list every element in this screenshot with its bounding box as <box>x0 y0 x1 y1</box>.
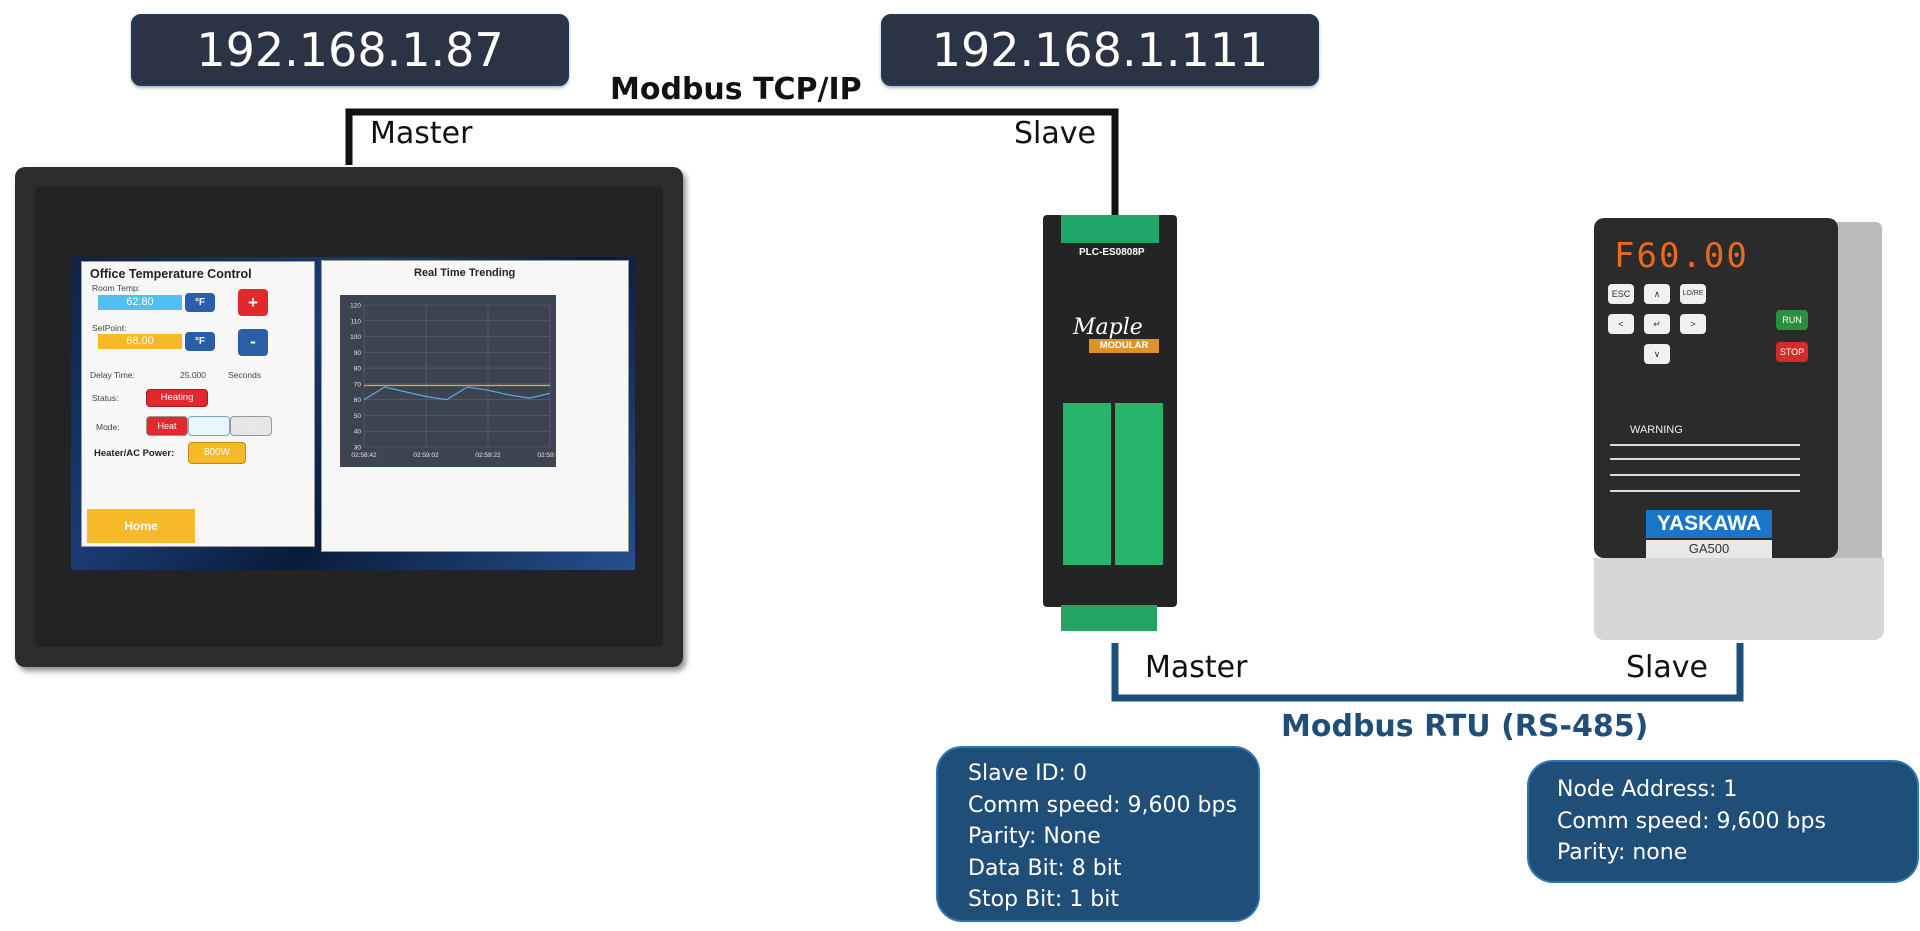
vfd-info-box: Node Address: 1 Comm speed: 9,600 bps Pa… <box>1527 760 1919 883</box>
tcp-line <box>345 108 1119 215</box>
tcp-label: Modbus TCP/IP <box>610 72 862 107</box>
room-temp-value: 62.80 <box>98 295 182 310</box>
y-tick-label: 110 <box>351 318 362 325</box>
vfd-info-line: Comm speed: 9,600 bps <box>1557 808 1826 834</box>
x-tick-label: 02:58:42 <box>351 452 377 459</box>
vfd-key-right[interactable]: > <box>1680 314 1706 334</box>
setpoint-label: SetPoint: <box>92 323 127 333</box>
temperature-control-panel: Office Temperature Control Room Temp: 62… <box>81 261 315 547</box>
vfd-key-lore[interactable]: LO/RE <box>1680 284 1706 304</box>
vfd-display: F60.00 <box>1614 236 1749 276</box>
rtu-label: Modbus RTU (RS-485) <box>1281 709 1649 744</box>
mode-cool-button[interactable] <box>188 416 230 436</box>
vfd-info-line: Parity: none <box>1557 840 1688 865</box>
hmi-device: Office Temperature Control Room Temp: 62… <box>15 167 683 667</box>
terminal-block-left <box>1063 403 1111 565</box>
ip-plc: 192.168.1.111 <box>931 23 1269 77</box>
vfd-brand: YASKAWA <box>1646 510 1772 538</box>
delay-unit: Seconds <box>228 370 262 380</box>
rtu-slave-label: Slave <box>1626 650 1708 685</box>
ip-box-hmi: 192.168.1.87 <box>131 14 569 86</box>
plc-line: MODULAR <box>1089 339 1159 353</box>
vfd-device: F60.00 ESC ∧ LO/RE < ↵ > ∨ RUN STOP WARN… <box>1590 218 1886 640</box>
vfd-warning-line <box>1610 458 1800 460</box>
x-tick-label: 02:59:22 <box>475 452 501 459</box>
vfd-run-button[interactable]: RUN <box>1776 310 1808 330</box>
vfd-stop-button[interactable]: STOP <box>1776 342 1808 362</box>
plc-info-line: Parity: None <box>968 824 1101 849</box>
setpoint-value: 68.00 <box>98 334 182 349</box>
trend-panel: Real Time Trending 120 110 100 90 80 70 60 50 40… <box>321 260 629 552</box>
power-value-button[interactable]: 800W <box>188 442 246 464</box>
vfd-key-up[interactable]: ∧ <box>1644 284 1670 304</box>
mode-off-button[interactable]: Off <box>230 416 272 436</box>
y-tick-label: 40 <box>354 429 362 436</box>
plc-model: PLC-ES0808P <box>1079 247 1145 258</box>
plc-info-line: Slave ID: 0 <box>968 761 1087 786</box>
y-tick-label: 80 <box>354 366 362 373</box>
mode-label: Mode: <box>96 422 120 432</box>
mode-heat-button[interactable]: Heat <box>146 416 188 436</box>
status-badge: Heating <box>146 389 208 407</box>
plc-info-line: Data Bit: 8 bit <box>968 855 1122 881</box>
vfd-front <box>1594 218 1838 558</box>
plc-info-line: Stop Bit: 1 bit <box>968 887 1119 912</box>
rtu-line <box>1111 643 1744 702</box>
setpoint-unit-button[interactable]: °F <box>185 332 215 351</box>
tcp-slave-label: Slave <box>1014 116 1096 151</box>
plc-top-connector <box>1061 215 1159 243</box>
chart-background <box>340 295 556 467</box>
ip-hmi: 192.168.1.87 <box>196 23 504 77</box>
y-tick-label: 90 <box>354 350 362 357</box>
plc-info-line: Comm speed: 9,600 bps <box>968 792 1237 818</box>
x-tick-label: 02:59:42 <box>537 452 556 459</box>
hmi-screen: Office Temperature Control Room Temp: 62… <box>71 257 635 570</box>
room-temp-unit-button[interactable]: °F <box>185 293 215 312</box>
room-temp-label: Room Temp: <box>92 283 141 293</box>
vfd-model: GA500 <box>1646 540 1772 558</box>
tcp-master-label: Master <box>370 116 473 151</box>
home-button[interactable]: Home <box>87 509 195 543</box>
terminal-block-right <box>1115 403 1163 565</box>
series-line-0 <box>363 386 551 401</box>
plc-info-box: Slave ID: 0 Comm speed: 9,600 bps Parity… <box>936 746 1260 922</box>
vfd-warning-text: WARNING <box>1630 424 1683 436</box>
rtu-master-label: Master <box>1145 650 1248 685</box>
y-tick-label: 70 <box>354 381 362 388</box>
y-tick-label: 100 <box>350 334 361 341</box>
delay-value: 25.000 <box>180 370 206 380</box>
x-tick-label: 02:59:02 <box>413 452 439 459</box>
power-label: Heater/AC Power: <box>94 448 175 459</box>
vfd-key-enter[interactable]: ↵ <box>1644 314 1670 334</box>
plc-foot <box>1061 605 1157 631</box>
increase-button[interactable]: + <box>238 289 268 316</box>
vfd-key-left[interactable]: < <box>1608 314 1634 334</box>
vfd-warning-line <box>1610 444 1800 446</box>
status-label: Status: <box>92 393 119 403</box>
ip-box-plc: 192.168.1.111 <box>881 14 1319 86</box>
vfd-warning-line <box>1610 490 1800 492</box>
vfd-key-down[interactable]: ∨ <box>1644 344 1670 364</box>
vfd-key-esc[interactable]: ESC <box>1608 284 1634 304</box>
delay-label: Delay Time: <box>90 370 135 380</box>
plc-device: PLC-ES0808P Maple MODULAR <box>1043 215 1177 633</box>
y-tick-label: 60 <box>354 397 362 404</box>
plc-brand: Maple <box>1073 315 1143 340</box>
y-tick-label: 50 <box>354 413 362 420</box>
panel-title: Office Temperature Control <box>90 267 252 281</box>
decrease-button[interactable]: - <box>238 329 268 356</box>
y-tick-label: 120 <box>350 303 361 310</box>
y-tick-label: 30 <box>354 445 362 452</box>
vfd-info-line: Node Address: 1 <box>1557 777 1738 802</box>
trend-title: Real Time Trending <box>414 267 516 279</box>
vfd-bottom <box>1594 558 1884 640</box>
vfd-warning-line <box>1610 474 1800 476</box>
